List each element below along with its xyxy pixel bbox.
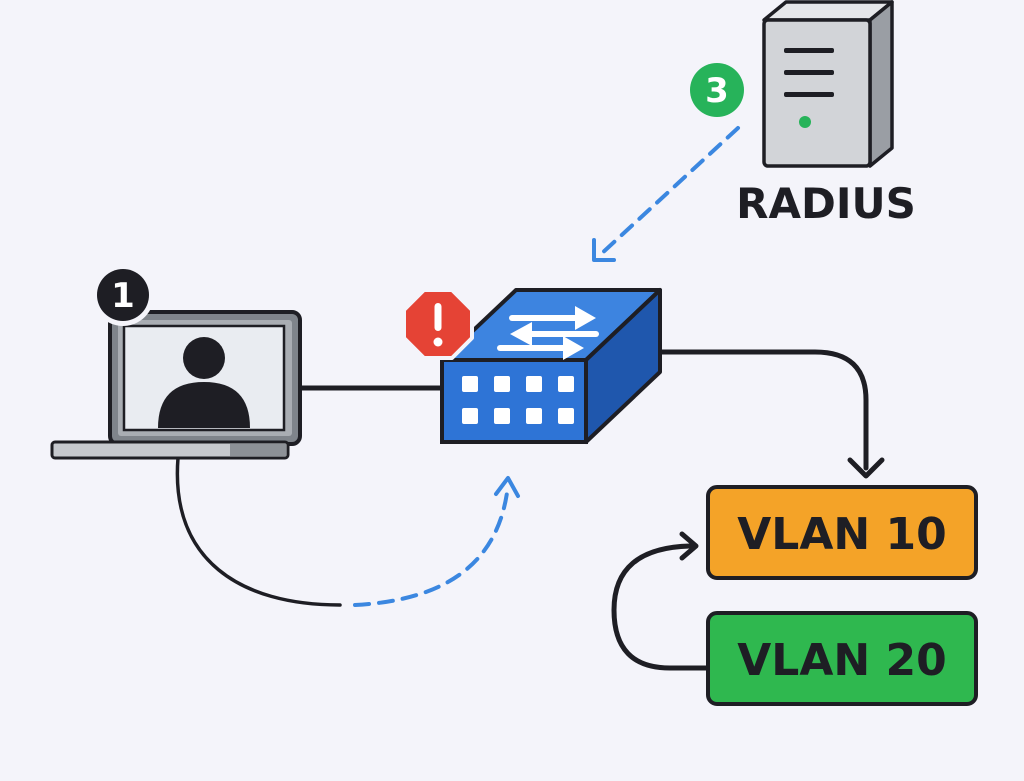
radius-server-icon [762, 0, 894, 168]
radius-response-arrowhead [592, 238, 616, 262]
vlan-loop-arrow [611, 543, 715, 671]
vlan-20-box: VLAN 20 [706, 611, 978, 706]
network-switch-icon [440, 288, 662, 444]
step-1-number: 1 [111, 276, 135, 316]
vlan-loop-arrowhead [679, 531, 699, 561]
switch-vlan-arrowhead [847, 457, 885, 479]
warning-octagon-icon [402, 288, 474, 360]
auth-request-arrowhead [494, 476, 520, 498]
auth-request-dashed-arrow [353, 483, 510, 607]
vlan-10-label: VLAN 10 [737, 509, 947, 560]
radius-label: RADIUS [736, 179, 916, 228]
laptop-user-icon [50, 310, 302, 460]
switch-vlan-link [633, 349, 869, 471]
laptop-cord [175, 456, 342, 607]
vlan-20-label: VLAN 20 [737, 635, 947, 686]
step-3-badge: 3 [686, 59, 748, 121]
step-3-number: 3 [705, 71, 729, 111]
vlan-10-box: VLAN 10 [706, 485, 978, 580]
radius-response-dashed-arrow [598, 126, 740, 257]
step-1-badge: 1 [92, 264, 154, 326]
